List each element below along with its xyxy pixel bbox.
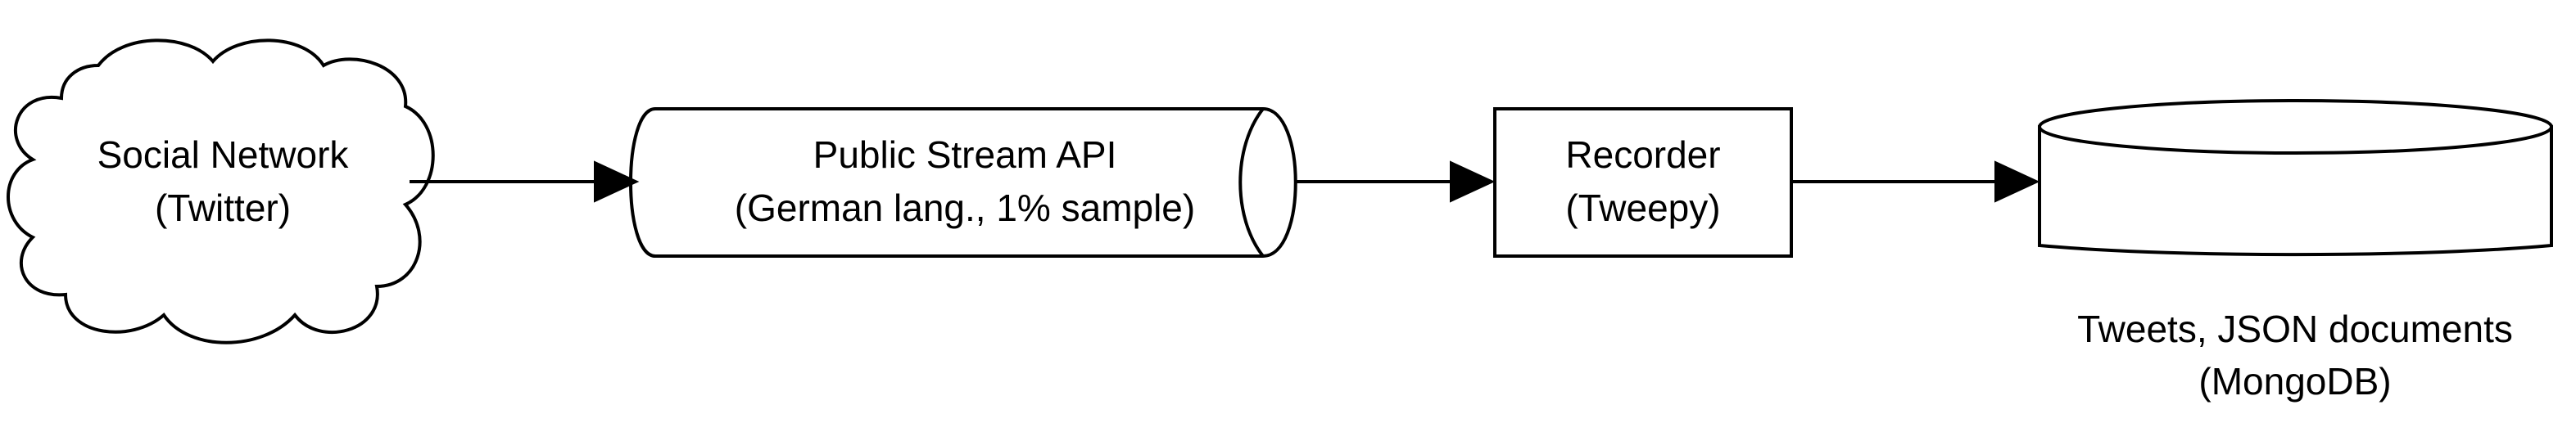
public-stream-subtitle: (German lang., 1% sample) (735, 187, 1195, 229)
node-storage: Tweets, JSON documents (MongoDB) (2038, 99, 2553, 403)
arrowhead-icon (1994, 160, 2040, 203)
recorder-subtitle: (Tweepy) (1565, 187, 1720, 229)
public-stream-title: Public Stream API (813, 133, 1117, 176)
arrowhead-icon (594, 160, 640, 203)
social-network-title: Social Network (97, 133, 350, 176)
edge-recorder-to-storage (1791, 160, 2040, 203)
recorder-title: Recorder (1565, 133, 1720, 176)
storage-title: Tweets, JSON documents (2077, 308, 2513, 350)
cylinder-end-curve (1238, 107, 1265, 258)
storage-subtitle: (MongoDB) (2198, 360, 2391, 403)
node-social-network: Social Network (Twitter) (7, 38, 435, 344)
arrowhead-icon (1450, 160, 1496, 203)
node-recorder: Recorder (Tweepy) (1493, 107, 1793, 258)
horizontal-cylinder-shape (629, 107, 1297, 258)
edge-social-to-stream (410, 160, 640, 203)
database-cylinder-body (2038, 125, 2553, 257)
database-cylinder-top (2038, 99, 2553, 155)
edge-stream-to-recorder (1294, 160, 1496, 203)
cloud-shape (7, 38, 435, 344)
recorder-box (1493, 107, 1793, 258)
social-network-subtitle: (Twitter) (155, 187, 291, 229)
node-public-stream-api: Public Stream API (German lang., 1% samp… (629, 107, 1297, 258)
